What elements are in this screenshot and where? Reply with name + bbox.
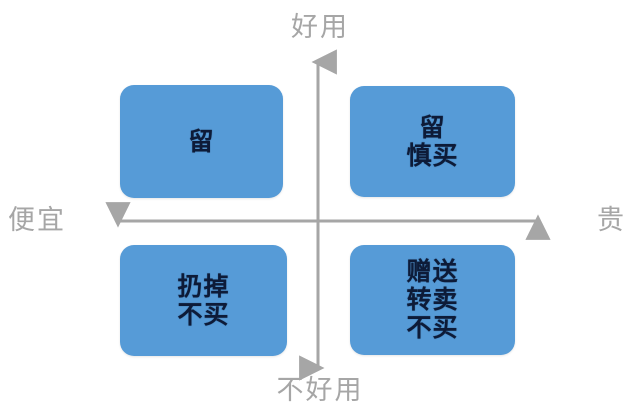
quadrant-line: 留 (419, 112, 446, 142)
quadrant-line: 转卖 (406, 285, 459, 314)
quadrant-line: 留 (188, 126, 215, 156)
axis-label-top: 好用 (291, 12, 349, 43)
quadrant-box-top-right[interactable]: 留 慎买 (350, 86, 515, 197)
quadrant-line: 慎买 (406, 140, 459, 170)
quadrant-line: 不买 (177, 299, 230, 329)
axis-label-right: 贵 (597, 205, 626, 236)
quadrant-line: 扔掉 (177, 271, 230, 301)
axis-label-left: 便宜 (8, 205, 66, 236)
quadrant-line: 不买 (406, 313, 459, 342)
quadrant-line: 赠送 (406, 257, 459, 286)
quadrant-box-bottom-left[interactable]: 扔掉 不买 (120, 245, 287, 356)
quadrant-box-bottom-right[interactable]: 赠送 转卖 不买 (350, 245, 515, 355)
quadrant-box-top-left[interactable]: 留 (120, 85, 283, 198)
axis-label-bottom: 不好用 (276, 375, 364, 406)
